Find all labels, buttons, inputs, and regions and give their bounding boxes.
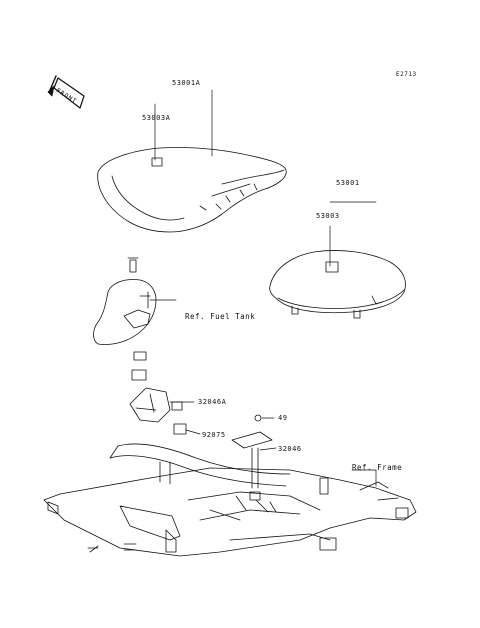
label-53001a: 53001A [172,79,201,87]
stay-32046 [231,414,273,501]
fuel-tank-mount [93,257,157,381]
label-92075: 92075 [202,431,226,439]
label-32046: 32046 [278,445,302,453]
label-ref-frame: Ref. Frame [352,463,403,472]
label-53003: 53003 [316,212,340,220]
front-seat-53001a [97,147,287,233]
label-ref-fuel-tank: Ref. Fuel Tank [185,312,256,321]
label-53003a: 53003A [142,114,171,122]
rear-seat-53001 [269,250,406,319]
label-53001: 53001 [336,179,360,187]
leader-lines [149,89,377,487]
label-49: 49 [278,414,288,422]
bracket-32046a [129,387,187,435]
front-direction-icon [47,75,85,109]
diagram-code: E2713 [396,71,417,78]
label-32046a: 32046A [198,398,227,406]
frame [43,443,417,557]
